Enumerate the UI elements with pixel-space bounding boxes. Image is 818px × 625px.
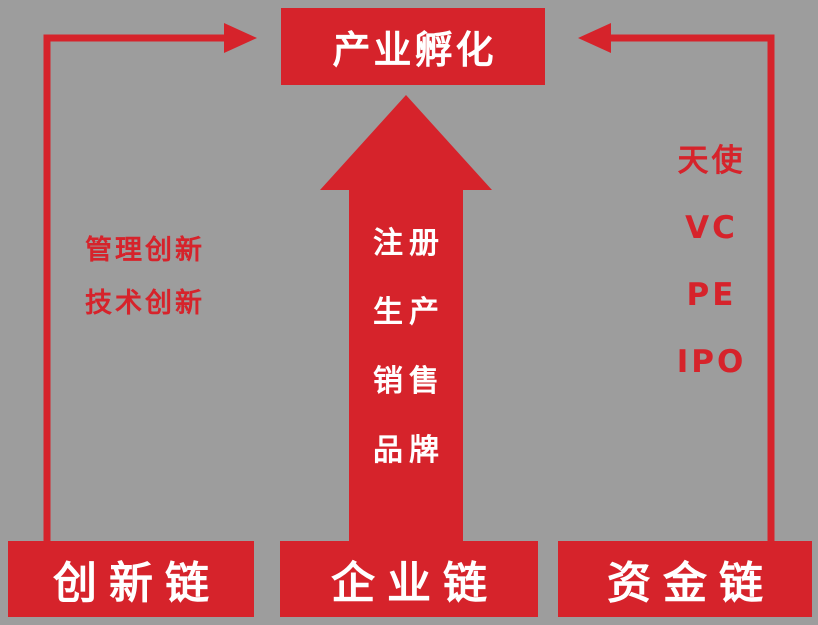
bottom-box-label: 创新链 [53, 558, 221, 609]
left-label-list: 管理创新 技术创新 [85, 234, 205, 321]
bottom-box-label: 资金链 [607, 558, 775, 609]
arrow-step-list: 注册 生产 销售 品牌 [346, 218, 466, 469]
right-connector-line [606, 34, 775, 543]
top-box-industry-incubation: 产业孵化 [281, 8, 545, 85]
top-box-label: 产业孵化 [332, 28, 497, 72]
bottom-box-capital-chain: 资金链 [558, 541, 812, 617]
bottom-box-enterprise-chain: 企业链 [280, 541, 538, 617]
arrow-step-label: 销售 [373, 364, 445, 399]
arrow-step-label: 生产 [373, 295, 445, 330]
left-connector-arrowhead-icon [224, 23, 257, 53]
left-connector-line [43, 34, 228, 543]
arrow-step-label: 注册 [373, 226, 445, 261]
right-label: VC [685, 210, 738, 246]
right-label: PE [686, 277, 737, 313]
bottom-box-label: 企业链 [331, 558, 499, 609]
left-label: 管理创新 [85, 235, 205, 266]
bottom-box-innovation-chain: 创新链 [8, 541, 254, 617]
right-connector-arrowhead-icon [578, 23, 611, 53]
right-label: IPO [676, 344, 747, 380]
big-up-arrow [320, 95, 492, 543]
right-label: 天使 [677, 143, 746, 179]
left-label: 技术创新 [85, 288, 205, 319]
right-label-list: 天使 VC PE IPO [648, 142, 772, 381]
arrow-step-label: 品牌 [373, 433, 445, 468]
